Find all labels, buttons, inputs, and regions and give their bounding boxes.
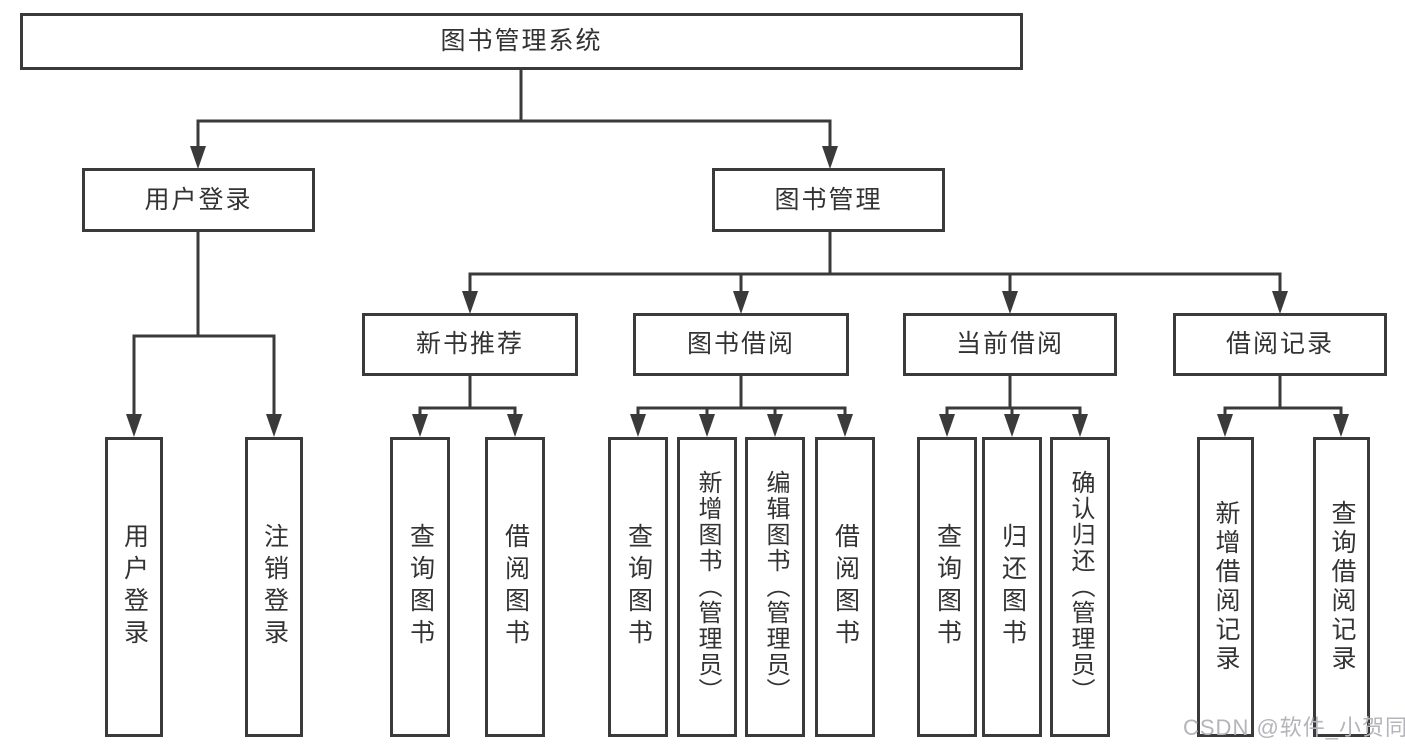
arrow-icon xyxy=(1002,291,1018,314)
edge-borrow-to-leaves xyxy=(636,376,847,416)
edge-bookmgmt-to-level3 xyxy=(468,232,1282,292)
watermark: CSDN @软件_小贺同学 xyxy=(1183,715,1405,740)
arrow-icon xyxy=(699,414,715,437)
arrowheads xyxy=(126,146,1349,437)
node-leaf-user-login-label: 用户登录 xyxy=(120,523,149,651)
arrow-icon xyxy=(733,291,749,314)
node-current-query-book-label: 查询图书 xyxy=(933,523,962,651)
node-records-add-record: 新增借阅记录 xyxy=(1197,437,1254,737)
edge-current-to-leaves xyxy=(945,376,1082,416)
node-book-borrow: 图书借阅 xyxy=(633,313,849,376)
node-borrow-records: 借阅记录 xyxy=(1173,313,1387,376)
arrow-icon xyxy=(1217,414,1233,437)
node-borrow-query-book: 查询图书 xyxy=(608,437,668,737)
node-book-management-label: 图书管理 xyxy=(774,185,883,214)
node-recommend-query-book: 查询图书 xyxy=(390,437,450,737)
node-recommend-query-book-label: 查询图书 xyxy=(406,523,435,651)
node-borrow-add-book-admin: 新增图书（管理员） xyxy=(677,437,737,737)
edge-recommend-to-leaves xyxy=(418,376,517,416)
arrow-icon xyxy=(1072,414,1088,437)
node-book-borrow-label: 图书借阅 xyxy=(686,330,795,358)
node-root: 图书管理系统 xyxy=(20,13,1023,70)
node-borrow-query-book-label: 查询图书 xyxy=(624,523,653,651)
edge-userlogin-to-leaves xyxy=(132,232,276,416)
node-recommend-borrow-book-label: 借阅图书 xyxy=(501,523,530,651)
node-borrow-borrow-book: 借阅图书 xyxy=(815,437,875,737)
arrow-icon xyxy=(190,146,206,169)
arrow-icon xyxy=(507,414,523,437)
arrow-icon xyxy=(266,414,282,437)
node-new-book-recommend-label: 新书推荐 xyxy=(415,330,524,358)
arrow-icon xyxy=(462,291,478,314)
arrow-icon xyxy=(126,414,142,437)
edge-records-to-leaves xyxy=(1223,376,1343,416)
node-current-query-book: 查询图书 xyxy=(917,437,977,737)
arrow-icon xyxy=(412,414,428,437)
node-user-login-label: 用户登录 xyxy=(144,185,253,214)
arrow-icon xyxy=(1004,414,1020,437)
node-borrow-records-label: 借阅记录 xyxy=(1225,330,1334,358)
arrow-icon xyxy=(939,414,955,437)
node-current-borrow-label: 当前借阅 xyxy=(955,330,1064,358)
node-new-book-recommend: 新书推荐 xyxy=(362,313,578,376)
node-borrow-edit-book-admin-label: 编辑图书（管理员） xyxy=(762,470,789,704)
node-borrow-edit-book-admin: 编辑图书（管理员） xyxy=(745,437,805,737)
arrow-icon xyxy=(1272,291,1288,314)
node-borrow-add-book-admin-label: 新增图书（管理员） xyxy=(694,470,721,704)
arrow-icon xyxy=(767,414,783,437)
node-current-return-book: 归还图书 xyxy=(982,437,1042,737)
arrow-icon xyxy=(630,414,646,437)
arrow-icon xyxy=(1333,414,1349,437)
node-root-label: 图书管理系统 xyxy=(440,27,603,55)
node-records-add-record-label: 新增借阅记录 xyxy=(1212,500,1240,674)
node-book-management: 图书管理 xyxy=(712,168,945,232)
node-records-query-record-label: 查询借阅记录 xyxy=(1328,500,1356,674)
node-leaf-user-login: 用户登录 xyxy=(105,437,163,737)
node-current-return-book-label: 归还图书 xyxy=(998,523,1027,651)
arrow-icon xyxy=(837,414,853,437)
arrow-icon xyxy=(822,146,838,169)
node-current-borrow: 当前借阅 xyxy=(903,313,1117,376)
node-leaf-logout: 注销登录 xyxy=(245,437,303,737)
node-recommend-borrow-book: 借阅图书 xyxy=(485,437,545,737)
node-current-confirm-return-admin-label: 确认归还（管理员） xyxy=(1067,470,1094,704)
node-leaf-logout-label: 注销登录 xyxy=(260,523,289,651)
edge-root-to-level2 xyxy=(196,70,832,146)
node-records-query-record: 查询借阅记录 xyxy=(1313,437,1370,737)
node-user-login: 用户登录 xyxy=(82,168,315,232)
node-borrow-borrow-book-label: 借阅图书 xyxy=(831,523,860,651)
node-current-confirm-return-admin: 确认归还（管理员） xyxy=(1050,437,1110,737)
